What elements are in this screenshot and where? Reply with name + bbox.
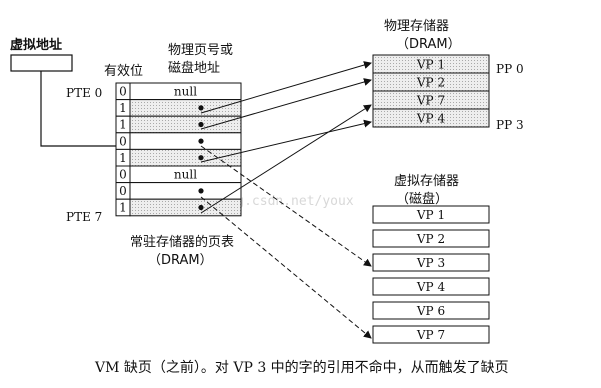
caption: VM 缺页（之前）。对 VP 3 中的字的引用不命中，从而触发了缺页 bbox=[94, 359, 509, 376]
page-table-row: 1 bbox=[115, 99, 242, 117]
disk-page bbox=[372, 205, 490, 224]
valid-bit-value: 1 bbox=[119, 201, 127, 215]
page-table-row: 1 bbox=[115, 115, 242, 134]
pointer-dot bbox=[198, 138, 204, 144]
physical-page-label: VP 4 bbox=[416, 112, 446, 126]
address-cell bbox=[129, 132, 242, 150]
disk-page bbox=[372, 253, 490, 272]
physical-memory-title-line2: （DRAM） bbox=[396, 37, 461, 52]
pte3-to-disk-vp3-arrow bbox=[200, 145, 372, 267]
virtual-address-box bbox=[10, 54, 73, 72]
page-table: 0 null 1 1 0 1 0 null 0 1 bbox=[115, 82, 242, 217]
pte2-to-vp2-arrow bbox=[200, 78, 372, 130]
pte7-label: PTE 7 bbox=[66, 210, 102, 224]
disk-page bbox=[372, 325, 490, 344]
address-value: null bbox=[174, 85, 197, 99]
pp0-label: PP 0 bbox=[496, 62, 524, 76]
address-cell bbox=[129, 99, 242, 117]
page-table-row: 1 bbox=[115, 148, 242, 167]
disk-page-label: VP 6 bbox=[416, 304, 445, 318]
page-table-row: 0 bbox=[115, 132, 242, 150]
virtual-address-arrow bbox=[40, 71, 124, 150]
valid-bit-value: 0 bbox=[119, 85, 127, 99]
physical-memory: VP 1 VP 2 VP 7 VP 4 bbox=[372, 54, 490, 128]
disk-page bbox=[372, 301, 490, 320]
address-header-line2: 磁盘地址 bbox=[168, 60, 220, 76]
address-cell bbox=[129, 182, 242, 200]
valid-bit-header: 有效位 bbox=[104, 64, 143, 79]
page-table-title-line2: （DRAM） bbox=[148, 253, 213, 268]
physical-page bbox=[372, 108, 490, 128]
pte4-to-vp4-arrow bbox=[200, 119, 372, 163]
page-table-row: 1 bbox=[115, 198, 242, 217]
page-table-row: 0 null bbox=[115, 165, 242, 184]
virtual-memory: VP 1 VP 2 VP 3 VP 4 VP 6 VP 7 bbox=[372, 205, 490, 344]
pte6-to-disk-vp6-arrow bbox=[200, 196, 372, 339]
page-table-row: 0 bbox=[115, 182, 242, 200]
disk-page bbox=[372, 277, 490, 296]
physical-page-label: VP 7 bbox=[416, 94, 445, 108]
virtual-address-label: 虚拟地址 bbox=[10, 37, 62, 53]
address-cell bbox=[129, 148, 242, 167]
valid-bit-value: 0 bbox=[119, 134, 127, 148]
valid-bit-value: 0 bbox=[119, 168, 127, 182]
pte7-to-vp7-arrow bbox=[200, 104, 372, 214]
disk-page-label: VP 7 bbox=[416, 328, 445, 342]
address-cell bbox=[129, 115, 242, 134]
physical-page-label: VP 1 bbox=[416, 58, 445, 72]
valid-bit-value: 1 bbox=[119, 151, 127, 165]
valid-bit-value: 0 bbox=[119, 184, 127, 198]
address-value: null bbox=[174, 168, 197, 182]
pp3-label: PP 3 bbox=[496, 118, 524, 132]
valid-bit-value: 1 bbox=[119, 118, 127, 132]
pointer-dot bbox=[198, 188, 204, 194]
page-table-title-line1: 常驻存储器的页表 bbox=[130, 234, 234, 250]
pointer-dot bbox=[198, 121, 204, 128]
disk-page-label: VP 3 bbox=[416, 256, 445, 270]
pointer-dot bbox=[198, 155, 204, 161]
pointer-dot bbox=[198, 204, 204, 211]
pointer-dot bbox=[198, 105, 204, 111]
valid-bit-value: 1 bbox=[119, 101, 127, 115]
disk-page-label: VP 1 bbox=[416, 208, 445, 222]
page-table-row: 0 null bbox=[115, 82, 242, 101]
address-header-line1: 物理页号或 bbox=[168, 43, 233, 58]
address-cell bbox=[129, 198, 242, 217]
physical-page-label: VP 2 bbox=[416, 76, 445, 90]
pte0-label: PTE 0 bbox=[66, 86, 102, 100]
physical-memory-title-line1: 物理存储器 bbox=[384, 19, 449, 34]
disk-page bbox=[372, 229, 490, 248]
disk-page-label: VP 4 bbox=[416, 280, 446, 294]
disk-page-label: VP 2 bbox=[416, 232, 445, 246]
pte1-to-vp1-arrow bbox=[200, 61, 372, 114]
virtual-memory-title-line1: 虚拟存储器 bbox=[394, 174, 459, 189]
virtual-memory-title-line2: （磁盘） bbox=[396, 191, 448, 207]
mapping-arrows bbox=[200, 61, 372, 339]
